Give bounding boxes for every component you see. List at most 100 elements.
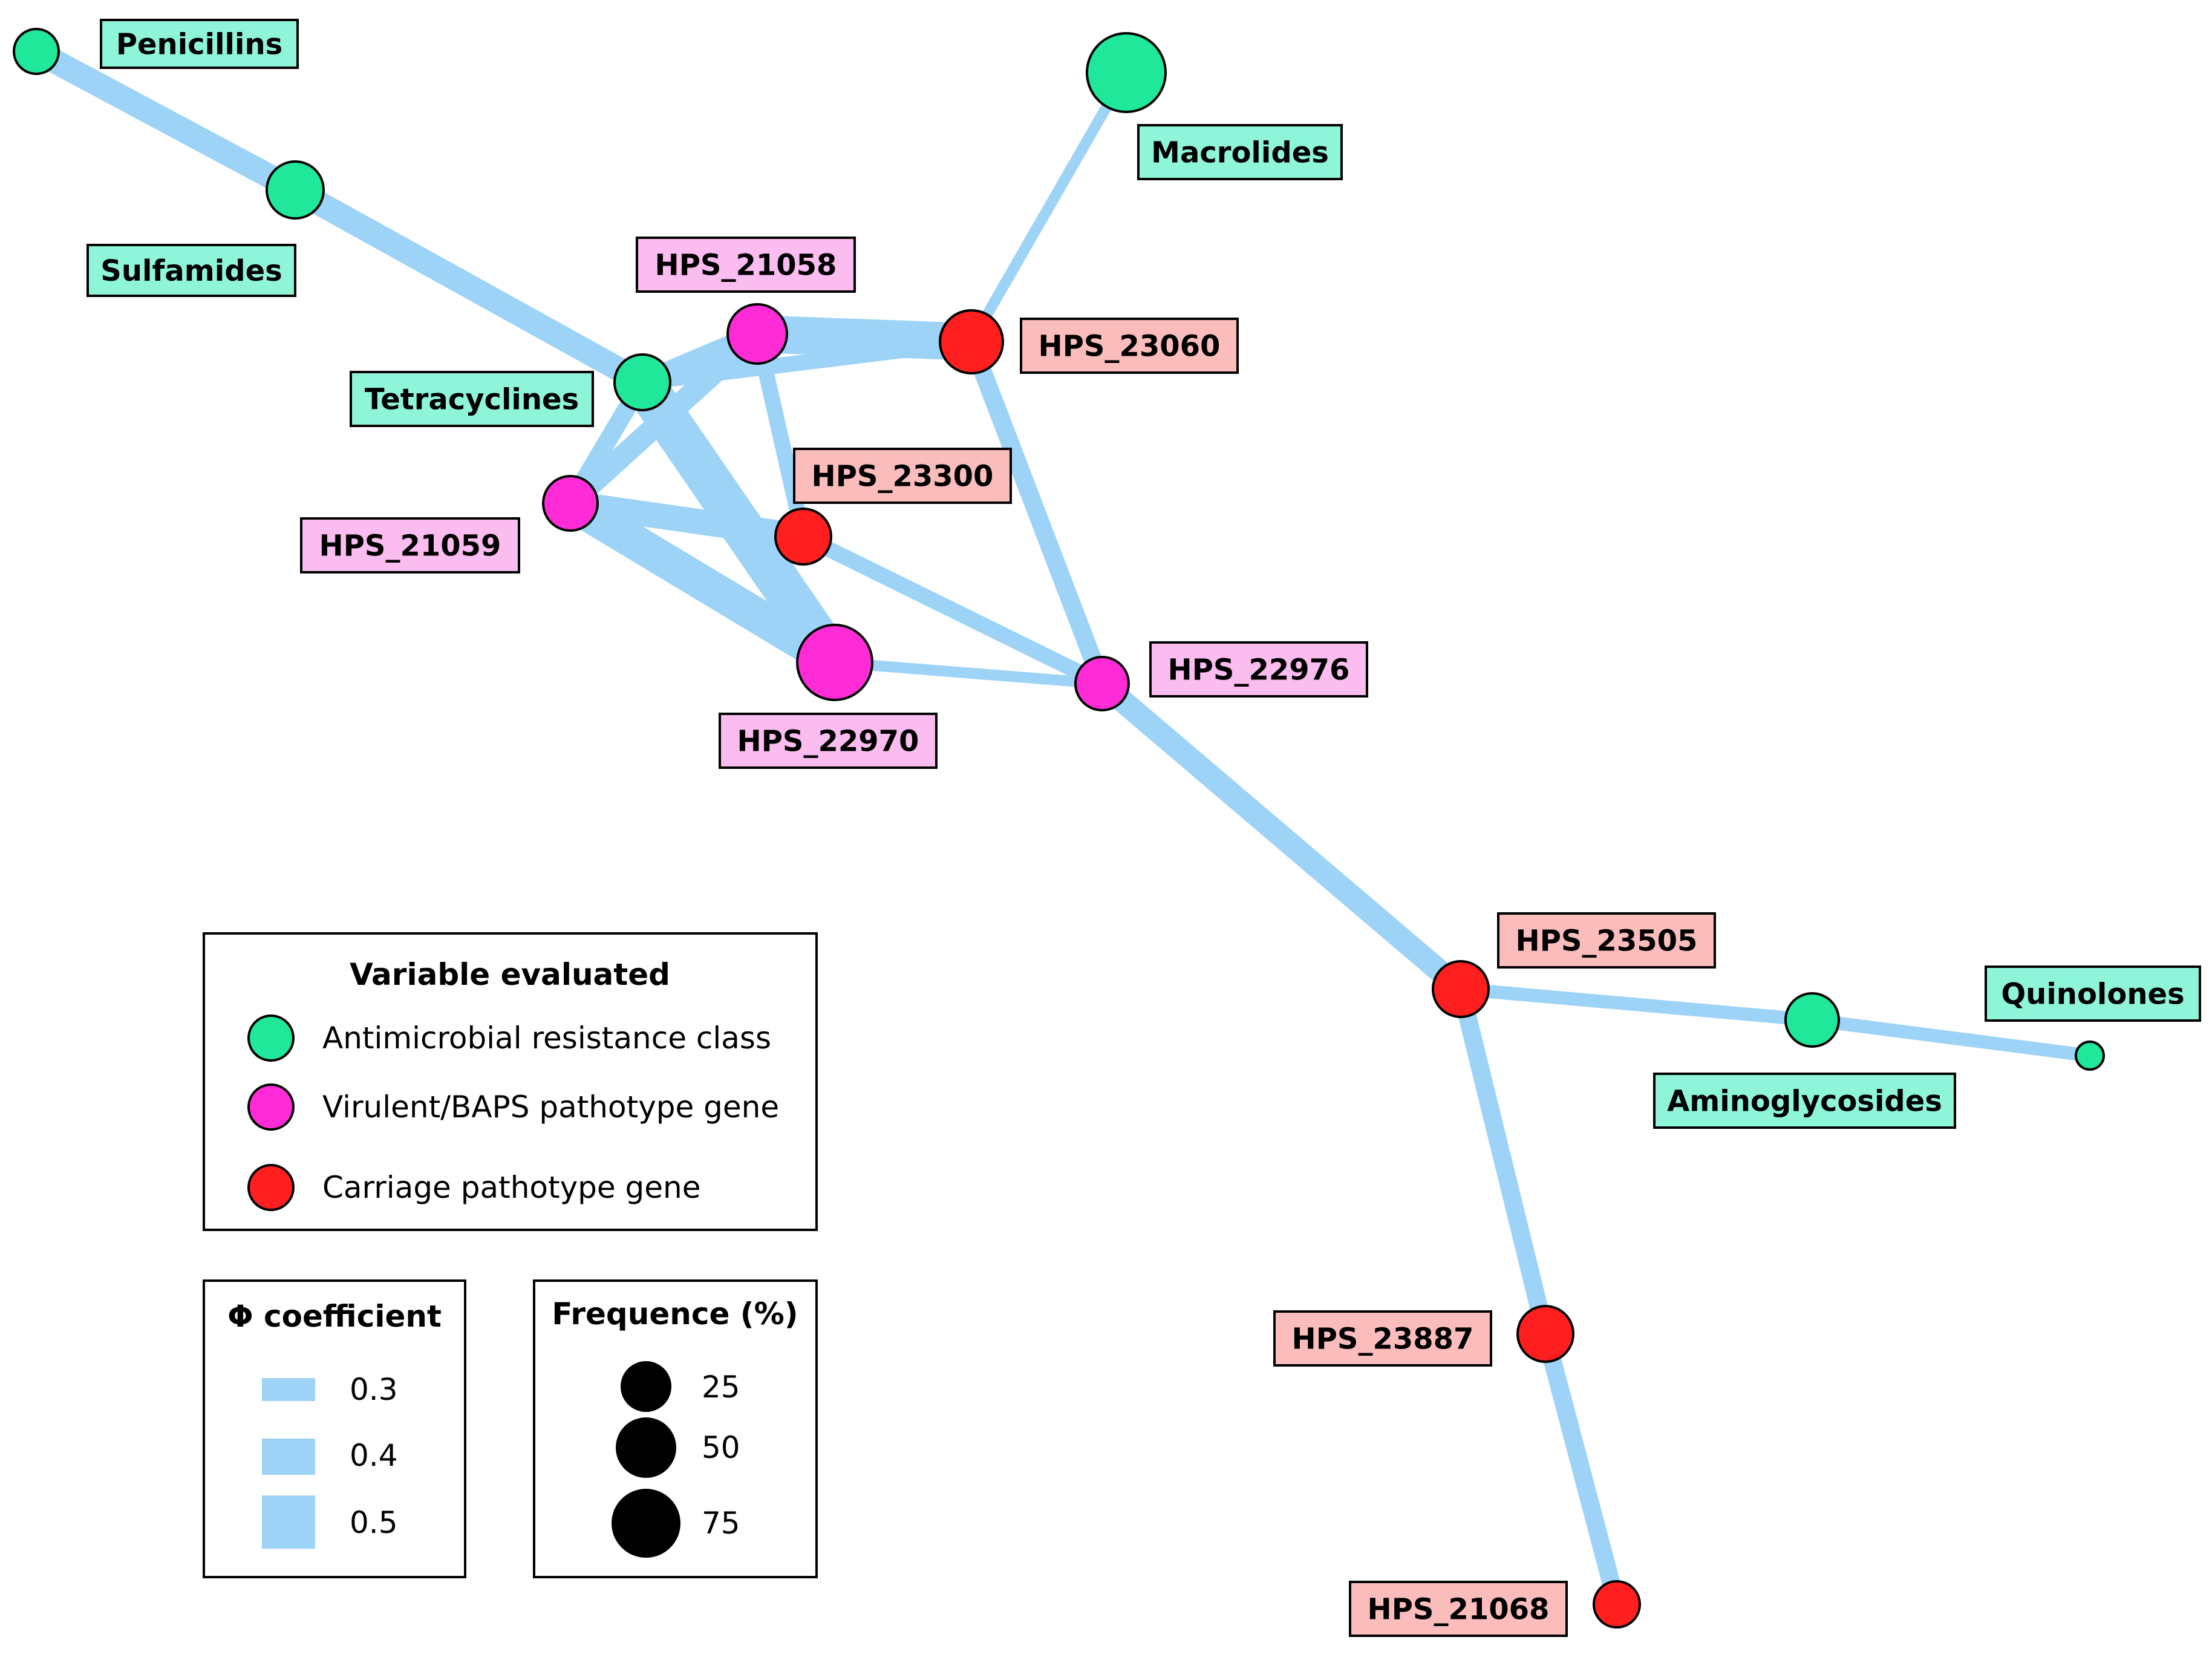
edge-hps-23505-aminoglycosides (1454, 982, 1819, 1027)
legend-variable: Variable evaluated Antimicrobial resista… (203, 932, 818, 1231)
label-text-hps-21068: HPS_21068 (1368, 1593, 1550, 1627)
node-hps-22976 (1074, 656, 1130, 711)
edge-hps-23060-hps-22976 (962, 333, 1111, 693)
node-penicillins (13, 28, 60, 75)
label-box-hps-23060 (1020, 318, 1239, 374)
label-box-sulfamides (86, 244, 296, 297)
legend-frequence-circle-25 (621, 1361, 671, 1412)
label-text-hps-23300: HPS_23300 (812, 460, 994, 494)
label-text-penicillins: Penicillins (116, 28, 282, 62)
legend-frequence-title: Frequence (%) (552, 1296, 798, 1331)
node-tetracyclines (613, 353, 671, 411)
legend-frequence-circle-75 (612, 1489, 680, 1558)
label-box-hps-22970 (719, 713, 938, 769)
label-box-hps-21058 (636, 237, 856, 293)
edge-hps-23887-hps-21068 (1536, 1325, 1626, 1613)
label-text-tetracyclines: Tetracyclines (365, 383, 579, 417)
label-quinolones: Quinolones (1985, 965, 2201, 1022)
legend-phi-swatch-0-5 (262, 1495, 315, 1549)
edge-hps-22976-hps-23505 (1091, 672, 1472, 1001)
node-hps-23887 (1516, 1305, 1574, 1363)
edge-sulfamides-tetracyclines (283, 178, 654, 394)
label-hps-23060: HPS_23060 (1020, 318, 1239, 374)
label-text-aminoglycosides: Aminoglycosides (1667, 1085, 1942, 1119)
legend-virulent-label: Virulent/BAPS pathotype gene (322, 1090, 779, 1125)
label-text-hps-22970: HPS_22970 (737, 725, 919, 759)
label-penicillins: Penicillins (100, 19, 299, 69)
label-text-hps-23887: HPS_23887 (1292, 1322, 1474, 1356)
label-hps-22970: HPS_22970 (719, 713, 938, 769)
legend-virulent-swatch (247, 1083, 295, 1131)
label-hps-21058: HPS_21058 (636, 237, 856, 293)
node-hps-23060 (939, 309, 1004, 374)
label-aminoglycosides: Aminoglycosides (1653, 1073, 1956, 1129)
legend-phi-title: Φ coefficient (227, 1299, 442, 1334)
label-box-hps-21059 (300, 517, 520, 573)
legend-variable-frame (203, 932, 818, 1231)
edge-hps-23300-hps-22976 (795, 529, 1110, 691)
label-text-sulfamides: Sulfamides (100, 254, 282, 288)
legend-frequence-label-50: 50 (702, 1430, 740, 1465)
label-text-quinolones: Quinolones (2001, 978, 2184, 1011)
legend-phi-swatch-0-3 (262, 1378, 315, 1401)
nodes-layer (13, 28, 2105, 1629)
label-hps-22976: HPS_22976 (1149, 641, 1368, 698)
label-box-macrolides (1137, 124, 1343, 180)
edge-penicillins-sulfamides (24, 39, 307, 202)
legend-phi-swatch-0-4 (262, 1439, 315, 1475)
label-box-hps-23505 (1497, 912, 1716, 969)
legend-frequence-label-25: 25 (702, 1370, 740, 1405)
label-text-hps-23060: HPS_23060 (1039, 330, 1221, 364)
label-text-macrolides: Macrolides (1151, 136, 1329, 170)
edge-aminoglycosides-quinolones (1806, 1013, 2096, 1062)
legend-antimicrobial-swatch (247, 1014, 295, 1062)
label-hps-23887: HPS_23887 (1273, 1310, 1492, 1367)
legend-phi: Φ coefficient 0.3 0.4 0.5 (203, 1279, 466, 1578)
legend-phi-frame (203, 1279, 466, 1578)
label-text-hps-21059: HPS_21059 (319, 529, 501, 563)
label-macrolides: Macrolides (1137, 124, 1343, 180)
legend-frequence-label-75: 75 (702, 1506, 740, 1541)
node-hps-23300 (774, 508, 832, 566)
label-text-hps-21058: HPS_21058 (655, 249, 837, 283)
legend-carriage-swatch (247, 1164, 295, 1211)
legend-phi-label-0-3: 0.3 (350, 1372, 398, 1407)
node-hps-21059 (542, 475, 599, 532)
label-box-hps-22976 (1149, 641, 1368, 698)
label-text-hps-23505: HPS_23505 (1516, 924, 1698, 958)
legend-antimicrobial-label: Antimicrobial resistance class (322, 1021, 771, 1056)
node-hps-21068 (1593, 1580, 1641, 1629)
legend-phi-label-0-4: 0.4 (350, 1438, 398, 1473)
label-box-quinolones (1985, 965, 2201, 1022)
label-hps-23505: HPS_23505 (1497, 912, 1716, 969)
legend-variable-title: Variable evaluated (350, 957, 670, 992)
label-hps-21068: HPS_21068 (1349, 1581, 1568, 1637)
node-quinolones (2075, 1041, 2105, 1071)
legend-phi-label-0-5: 0.5 (350, 1505, 398, 1540)
edge-macrolides-hps-23060 (966, 67, 1132, 347)
edge-hps-21059-hps-22970 (553, 486, 852, 680)
label-text-hps-22976: HPS_22976 (1168, 653, 1350, 687)
edge-hps-22970-hps-22976 (829, 657, 1108, 689)
label-box-hps-21068 (1349, 1581, 1568, 1637)
edges-layer (24, 39, 2096, 1613)
legend-carriage-label: Carriage pathotype gene (322, 1170, 701, 1205)
label-box-aminoglycosides (1653, 1073, 1956, 1129)
edge-hps-21058-hps-21059 (560, 323, 768, 514)
label-hps-21059: HPS_21059 (300, 517, 520, 573)
label-box-tetracyclines (350, 371, 594, 427)
node-aminoglycosides (1784, 992, 1840, 1048)
node-hps-23505 (1432, 960, 1490, 1018)
edge-hps-23505-hps-23887 (1452, 980, 1555, 1343)
label-box-hps-23887 (1273, 1310, 1492, 1367)
label-box-penicillins (100, 19, 299, 69)
label-sulfamides: Sulfamides (86, 244, 296, 297)
legend-frequence-circle-50 (616, 1417, 676, 1478)
label-hps-23300: HPS_23300 (793, 448, 1012, 504)
label-tetracyclines: Tetracyclines (350, 371, 594, 427)
node-hps-21058 (726, 303, 788, 365)
legend-frequence: Frequence (%) 25 50 75 (533, 1279, 818, 1578)
